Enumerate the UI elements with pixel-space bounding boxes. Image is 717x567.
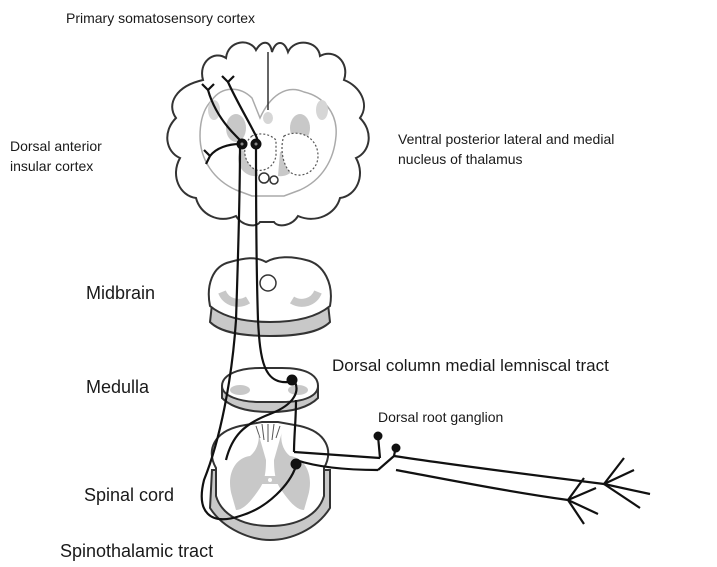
drg-cell-body-upper: [374, 432, 382, 440]
label-primary-somatosensory-cortex: Primary somatosensory cortex: [66, 10, 255, 28]
dorsal-horn-synapse: [291, 459, 301, 469]
brain-coronal-section: [167, 42, 368, 225]
label-insular-cortex-line2: insular cortex: [10, 158, 93, 176]
label-dorsal-root-ganglion: Dorsal root ganglion: [378, 409, 503, 427]
drg-cell-body-lower: [392, 444, 400, 452]
midbrain-section: [209, 257, 331, 336]
label-insular-cortex-line1: Dorsal anterior: [10, 138, 102, 156]
label-spinal-cord: Spinal cord: [84, 484, 174, 507]
label-medulla: Medulla: [86, 376, 149, 399]
spinal-cord-section: [210, 422, 330, 540]
label-dorsal-column-medial-lemniscal-tract: Dorsal column medial lemniscal tract: [332, 355, 609, 376]
medulla-synapse: [287, 375, 297, 385]
label-thalamus-line1: Ventral posterior lateral and medial: [398, 131, 614, 149]
label-thalamus-line2: nucleus of thalamus: [398, 151, 523, 169]
label-spinothalamic-tract: Spinothalamic tract: [60, 540, 213, 563]
label-midbrain: Midbrain: [86, 282, 155, 305]
